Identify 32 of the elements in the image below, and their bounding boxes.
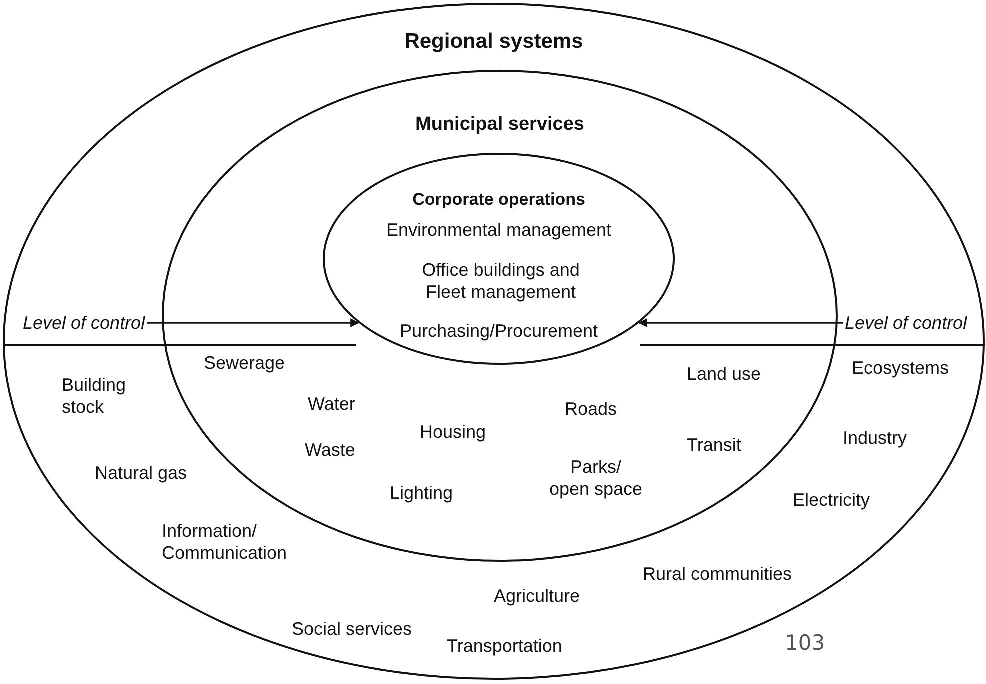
system-label: Waste	[305, 439, 356, 461]
system-label: Transportation	[447, 635, 562, 657]
arrow	[638, 318, 843, 328]
system-label: Electricity	[793, 489, 870, 511]
system-label: Industry	[843, 427, 908, 449]
system-label: Rural communities	[643, 563, 792, 585]
outer-ellipse	[3, 3, 985, 680]
ring-item-text: Environmental management	[385, 219, 613, 241]
system-label: Land use	[687, 363, 762, 385]
inner-ellipse	[323, 153, 675, 365]
ring-heading: Regional systems	[404, 31, 584, 53]
control-label: Level of control	[845, 311, 968, 335]
ring-heading: Corporate operations	[412, 189, 586, 211]
system-label: Ecosystems	[852, 357, 950, 379]
system-label: Social services	[292, 618, 412, 640]
page-number: 103	[785, 632, 826, 654]
system-label: Sewerage	[204, 352, 286, 374]
system-label: Natural gas	[95, 462, 188, 484]
control-label: Level of control	[23, 311, 146, 335]
system-label: Building stock	[62, 374, 128, 418]
system-label: Agriculture	[494, 585, 580, 607]
system-label: Information/ Communication	[162, 520, 288, 564]
system-label: Housing	[420, 421, 486, 443]
ring-item-text: Purchasing/Procurement	[398, 320, 600, 342]
system-label: Transit	[687, 434, 742, 456]
system-label: Water	[308, 393, 356, 415]
ring-heading: Municipal services	[414, 114, 586, 136]
system-label: Parks/ open space	[548, 456, 644, 500]
system-label: Roads	[565, 398, 618, 420]
arrow	[147, 318, 360, 328]
system-label: Lighting	[390, 482, 454, 504]
ring-item-text: Office buildings and Fleet management	[421, 259, 581, 303]
